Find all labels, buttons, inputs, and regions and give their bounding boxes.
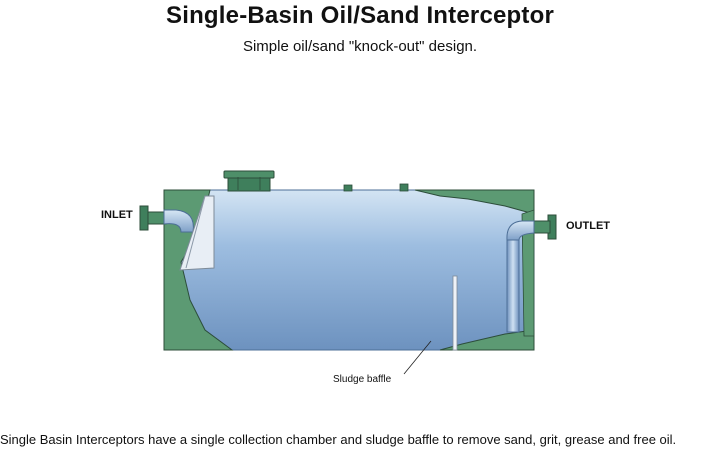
vent-fitting (399, 183, 409, 192)
page-title: Single-Basin Oil/Sand Interceptor (166, 2, 554, 29)
inlet-label: INLET (101, 209, 133, 221)
outlet-pipe-stub (531, 220, 551, 234)
caption-text: Single Basin Interceptors have a single … (0, 432, 677, 447)
inlet-baffle (179, 195, 215, 271)
sludge-baffle (452, 275, 458, 351)
sediment-top-right (414, 189, 535, 215)
manhole-cover (223, 170, 275, 179)
vent-fitting (343, 184, 353, 192)
sludge-baffle-label: Sludge baffle (333, 374, 392, 385)
inlet-flange (139, 205, 149, 231)
outlet-label: OUTLET (566, 220, 610, 232)
tank-water (163, 189, 535, 351)
inlet-pipe-stub (147, 211, 167, 225)
sludge-baffle-leader (403, 340, 432, 375)
inlet-elbow (163, 209, 194, 233)
sediment-right (521, 209, 535, 337)
outlet-downpipe (506, 239, 520, 333)
page-subtitle: Simple oil/sand "knock-out" design. (242, 38, 478, 55)
